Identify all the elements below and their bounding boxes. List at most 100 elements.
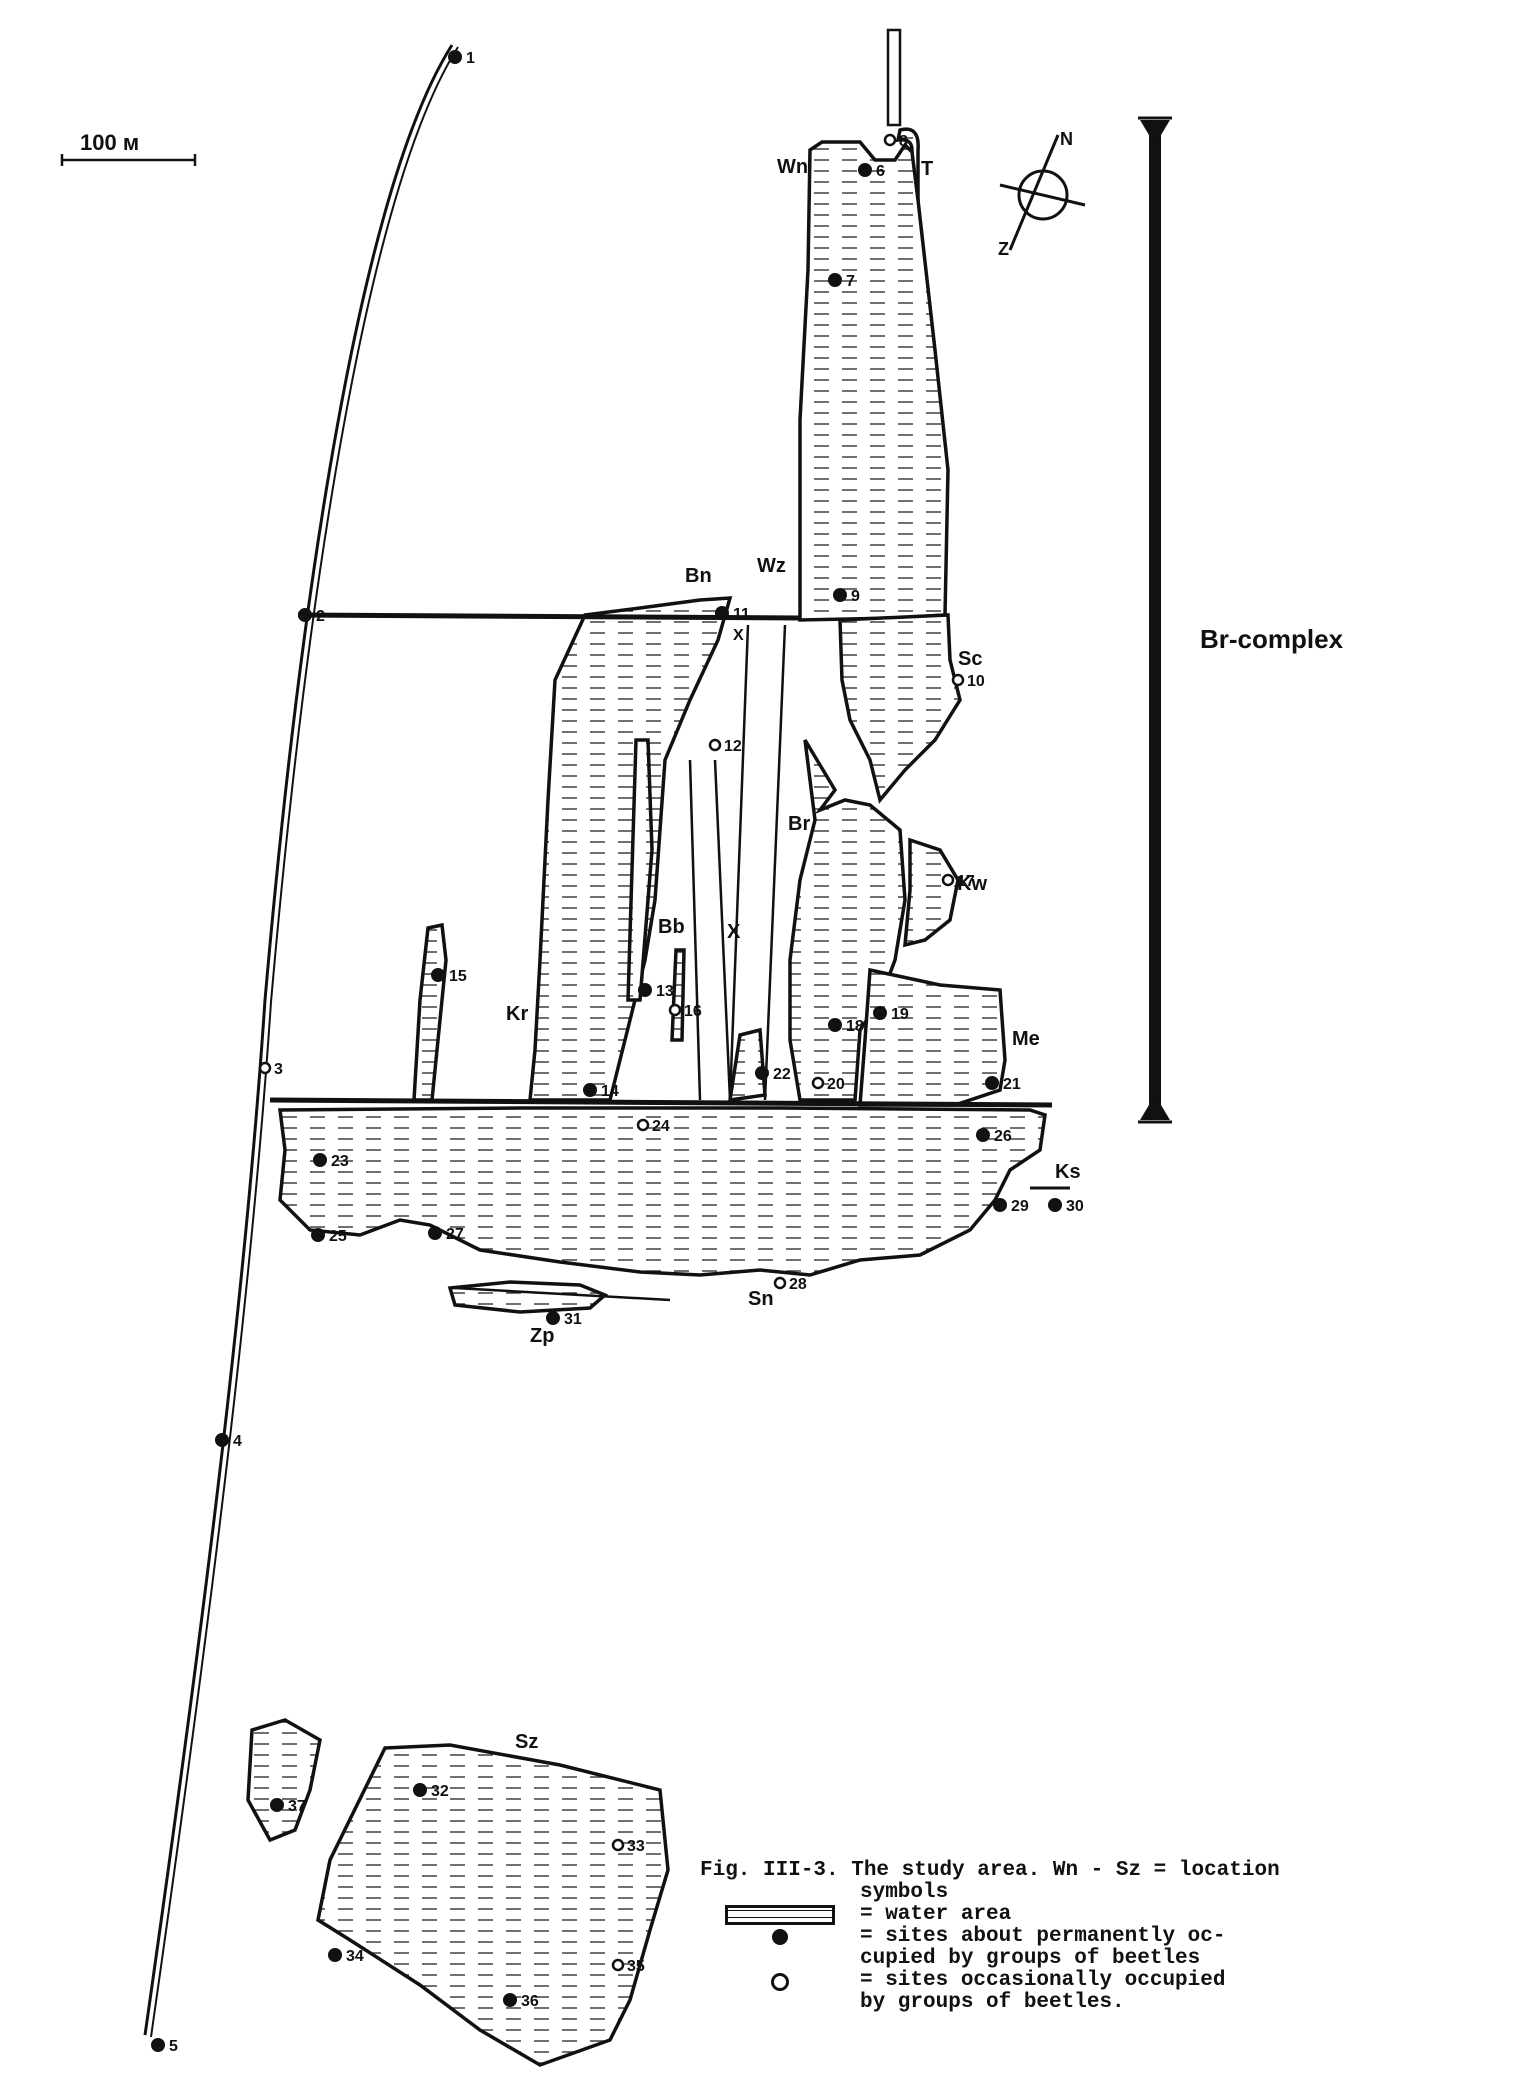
site-marker-19	[873, 1006, 887, 1020]
site-marker-34	[328, 1948, 342, 1962]
site-marker-9	[833, 588, 847, 602]
pond-wn	[798, 140, 950, 622]
site-label-1: 1	[466, 50, 475, 67]
site-label-35: 35	[627, 1958, 645, 1975]
label-kw: Kw	[957, 873, 987, 895]
label-bn: Bn	[685, 565, 712, 587]
pond-kr	[528, 596, 733, 1102]
site-marker-12	[708, 738, 722, 752]
site-label-30: 30	[1066, 1198, 1084, 1215]
site-marker-4	[215, 1433, 229, 1447]
site-marker-27	[428, 1226, 442, 1240]
site-marker-24	[636, 1118, 650, 1132]
site-label-28: 28	[789, 1276, 807, 1293]
label-sn: Sn	[748, 1288, 774, 1310]
site-label-32: 32	[431, 1783, 449, 1800]
pond-37	[246, 1718, 322, 1843]
road-line	[143, 44, 459, 2038]
pond-kw	[903, 837, 960, 948]
site-label-24: 24	[652, 1118, 670, 1135]
site-label-8: 8	[899, 133, 908, 150]
label-wn: Wn	[777, 156, 808, 178]
strip-16	[670, 948, 686, 1042]
pond-me	[858, 967, 1007, 1107]
location-labels: Wn T Wz Bn Sc Br Kw Bb Kr Me Ks Sn Zp Sz	[506, 156, 1081, 1753]
site-marker-23	[313, 1153, 327, 1167]
site-marker-21	[985, 1076, 999, 1090]
site-marker-18	[828, 1018, 842, 1032]
site-label-12: 12	[724, 738, 742, 755]
caption-occasional-1: = sites occasionally occupied	[860, 1969, 1226, 1992]
caption-water: = water area	[860, 1903, 1012, 1926]
site-label-11: 11	[733, 606, 750, 623]
pond-sc	[838, 613, 962, 804]
site-label-20: 20	[827, 1076, 845, 1093]
site-marker-6	[858, 163, 872, 177]
caption-occasional-2: by groups of beetles.	[860, 1991, 1125, 2014]
site-marker-14	[583, 1083, 597, 1097]
site-label-36: 36	[521, 1993, 539, 2010]
site-label-21: 21	[1003, 1076, 1021, 1093]
site-marker-29	[993, 1198, 1007, 1212]
compass-north: N	[1060, 129, 1073, 149]
site-label-9: 9	[851, 588, 860, 605]
legend-water-symbol	[725, 1905, 835, 1925]
figure-caption: Fig. III-3. The study area. Wn - Sz = lo…	[700, 1860, 1490, 2014]
site-label-25: 25	[329, 1228, 347, 1245]
site-marker-16	[668, 1003, 682, 1017]
site-label-23: 23	[331, 1153, 349, 1170]
compass-icon: N Z	[998, 129, 1086, 259]
site-marker-28	[773, 1276, 787, 1290]
site-label-27: 27	[446, 1226, 464, 1243]
site-label-4: 4	[233, 1433, 242, 1450]
caption-line2: symbols	[860, 1881, 949, 1904]
site-marker-30	[1048, 1198, 1062, 1212]
site-label-10: 10	[967, 673, 985, 690]
site-marker-37	[270, 1798, 284, 1812]
caption-line1: Fig. III-3. The study area. Wn - Sz = lo…	[700, 1859, 1280, 1882]
label-sc: Sc	[958, 648, 982, 670]
label-sz: Sz	[515, 1731, 538, 1753]
label-ks: Ks	[1055, 1161, 1081, 1183]
label-zp: Zp	[530, 1325, 554, 1347]
label-x-north: X	[733, 627, 744, 644]
site-marker-15	[431, 968, 445, 982]
site-marker-32	[413, 1783, 427, 1797]
legend-occasional-symbol	[771, 1973, 789, 1991]
site-label-22: 22	[773, 1066, 791, 1083]
pond-zp	[447, 1280, 609, 1314]
site-marker-17	[941, 873, 955, 887]
site-marker-2	[298, 608, 312, 622]
site-label-5: 5	[169, 2038, 178, 2055]
site-label-14: 14	[601, 1083, 619, 1100]
site-label-37: 37	[288, 1798, 306, 1815]
site-marker-26	[976, 1128, 990, 1142]
caption-permanent-2: cupied by groups of beetles	[860, 1947, 1201, 1970]
site-marker-33	[611, 1838, 625, 1852]
site-marker-25	[311, 1228, 325, 1242]
site-label-34: 34	[346, 1948, 364, 1965]
site-label-3: 3	[274, 1061, 283, 1078]
site-marker-1	[448, 50, 462, 64]
scale-bar-label: 100 м	[80, 130, 139, 155]
label-x-central: X	[727, 921, 741, 943]
pond-sz	[316, 1743, 670, 2067]
site-label-33: 33	[627, 1838, 645, 1855]
site-label-19: 19	[891, 1006, 909, 1023]
site-marker-31	[546, 1311, 560, 1325]
site-marker-10	[951, 673, 965, 687]
br-complex-arrow	[1138, 116, 1172, 1124]
site-marker-3	[258, 1061, 272, 1075]
label-me: Me	[1012, 1028, 1040, 1050]
site-label-13: 13	[656, 983, 674, 1000]
legend-permanent-symbol	[772, 1929, 788, 1945]
strip-bb	[626, 738, 654, 1002]
compass-south: Z	[998, 239, 1009, 259]
pond-22	[727, 1027, 767, 1103]
label-kr: Kr	[506, 1003, 528, 1025]
site-label-26: 26	[994, 1128, 1012, 1145]
strip-15	[412, 922, 448, 1102]
